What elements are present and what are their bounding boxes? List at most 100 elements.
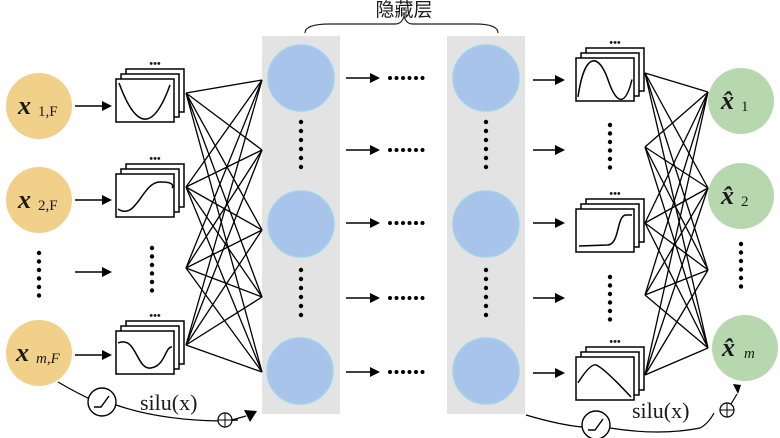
input-subscript-label: 1,F bbox=[38, 104, 58, 120]
input-arrows bbox=[75, 101, 112, 360]
connection-line bbox=[185, 92, 263, 231]
function-stack: ••• bbox=[115, 310, 185, 375]
ellipsis-dot bbox=[607, 131, 613, 136]
connection-line bbox=[185, 92, 263, 151]
ellipsis-dot bbox=[738, 267, 744, 272]
ellipsis-dot bbox=[298, 155, 304, 161]
ellipsis-dot bbox=[149, 254, 155, 259]
connection-line bbox=[644, 222, 709, 349]
ellipsis-dot bbox=[420, 76, 425, 80]
ellipsis-dot bbox=[483, 276, 489, 282]
connection-line bbox=[644, 72, 709, 271]
ellipsis-dot bbox=[414, 148, 418, 152]
ellipsis-dot bbox=[738, 241, 744, 247]
hidden-node bbox=[267, 190, 335, 258]
connection-line bbox=[185, 229, 263, 346]
connection-line bbox=[185, 267, 263, 373]
connection-line bbox=[644, 91, 709, 376]
connection-line bbox=[644, 146, 709, 271]
connection-line bbox=[644, 347, 709, 376]
ellipsis-dot bbox=[401, 76, 405, 80]
ellipsis-dot bbox=[36, 284, 42, 290]
ellipsis-dot bbox=[483, 155, 489, 161]
ellipsis-dot bbox=[394, 370, 399, 374]
stack-card bbox=[115, 173, 175, 218]
ellipsis-dot bbox=[298, 312, 304, 318]
function-stack: ••• bbox=[115, 58, 185, 123]
ellipsis-dot bbox=[401, 148, 405, 152]
stack-ellipsis: ••• bbox=[149, 310, 161, 322]
hidden-to-hidden-arrows bbox=[346, 73, 425, 377]
connection-line bbox=[644, 187, 709, 296]
connection-line bbox=[185, 149, 263, 346]
output-var-label: x̂ bbox=[721, 333, 735, 362]
stack-card bbox=[115, 78, 175, 123]
ellipsis-dot bbox=[607, 165, 613, 170]
hidden-layer-brace bbox=[304, 15, 499, 34]
ellipsis-dot bbox=[388, 221, 392, 225]
ellipsis-dot bbox=[483, 146, 489, 152]
input-var-label: x bbox=[17, 91, 31, 120]
stack-ellipsis: ••• bbox=[149, 153, 161, 165]
connections-hidden-to-output bbox=[644, 72, 709, 376]
ellipsis-dot bbox=[394, 76, 399, 80]
hidden-node bbox=[266, 337, 334, 405]
ellipsis-dot bbox=[483, 312, 489, 318]
function-curve bbox=[577, 60, 633, 100]
ellipsis-dot bbox=[298, 164, 304, 170]
ellipsis-dot bbox=[298, 146, 304, 152]
input-subscript-label: 2,F bbox=[38, 198, 58, 214]
ellipsis-dot bbox=[607, 317, 613, 322]
ellipsis-dot bbox=[607, 156, 613, 162]
ellipsis-dot bbox=[149, 288, 155, 293]
ellipsis-dot bbox=[36, 250, 42, 256]
stack-card bbox=[575, 57, 635, 102]
stack-card bbox=[115, 330, 175, 375]
silu-label-left: silu(x) bbox=[140, 390, 197, 415]
connection-line bbox=[185, 267, 263, 298]
connection-line bbox=[644, 146, 709, 349]
ellipsis-dot bbox=[394, 296, 399, 300]
ellipsis-dot bbox=[607, 122, 613, 128]
connection-line bbox=[644, 269, 709, 376]
ellipsis-dot bbox=[483, 128, 489, 134]
connection-line bbox=[185, 79, 263, 94]
connection-line bbox=[644, 72, 709, 349]
ellipsis-dot bbox=[388, 76, 392, 80]
function-curve bbox=[117, 181, 174, 212]
ellipsis-dot bbox=[607, 308, 613, 314]
residual-silu-right: silu(x) bbox=[525, 384, 741, 438]
input-node-2: x 2,F bbox=[6, 167, 72, 233]
ellipsis-dot bbox=[483, 303, 489, 309]
ellipsis-dot bbox=[483, 267, 489, 273]
ellipsis-dot bbox=[298, 294, 304, 300]
connection-line bbox=[644, 146, 709, 189]
ellipsis-dot bbox=[401, 296, 405, 300]
output-subscript-label: m bbox=[744, 346, 755, 362]
ellipsis-dot bbox=[401, 221, 405, 225]
ellipsis-dot bbox=[607, 148, 613, 153]
ellipsis-dot bbox=[483, 285, 489, 291]
stack-ellipsis: ••• bbox=[609, 336, 621, 348]
ellipsis-dot bbox=[420, 370, 425, 374]
input-node-1: x 1,F bbox=[6, 73, 72, 139]
function-curve bbox=[117, 341, 173, 369]
output-node-2: x̂ 2 bbox=[708, 163, 774, 229]
output-subscript-label: 2 bbox=[741, 194, 749, 210]
ellipsis-dot bbox=[407, 296, 412, 300]
ellipsis-dot bbox=[298, 119, 304, 125]
ellipsis-dot bbox=[738, 258, 744, 264]
ellipsis-dot bbox=[36, 276, 42, 281]
output-var-label: x̂ bbox=[720, 181, 734, 210]
ellipsis-dot bbox=[149, 262, 155, 268]
ellipsis-dot bbox=[388, 296, 392, 300]
connection-line bbox=[185, 79, 263, 346]
ellipsis-dot bbox=[298, 128, 304, 134]
ellipsis-dot bbox=[407, 370, 412, 374]
connection-line bbox=[644, 187, 709, 376]
connection-line bbox=[185, 79, 263, 269]
stack-ellipsis: ••• bbox=[609, 37, 621, 49]
ellipsis-dot bbox=[483, 294, 489, 300]
ellipsis-dot bbox=[414, 296, 418, 300]
